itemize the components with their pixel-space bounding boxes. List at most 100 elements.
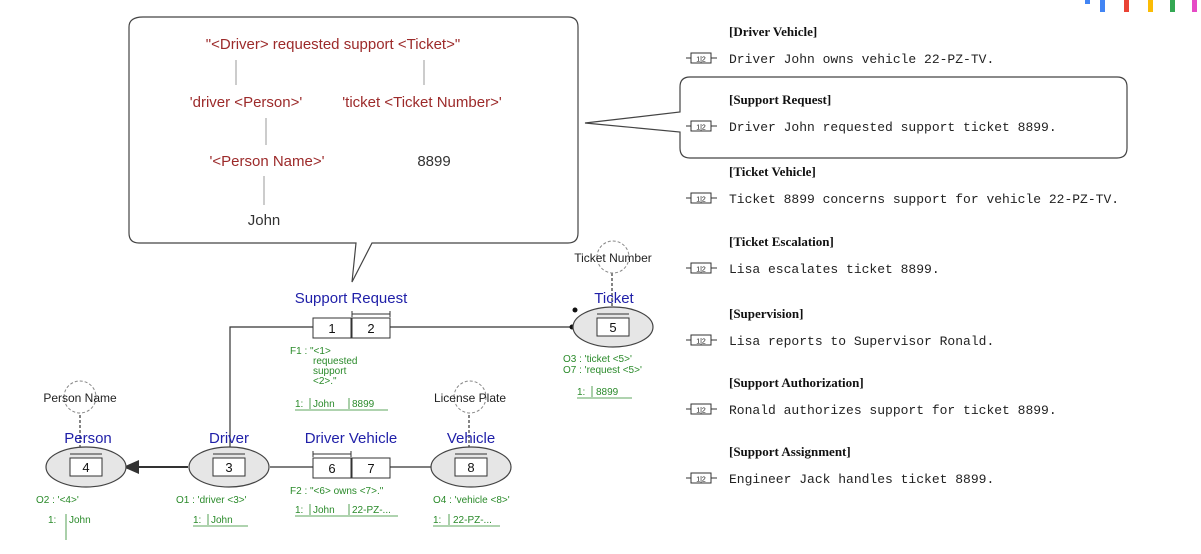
entity-vehicle-reading: O4 : 'vehicle <8>' <box>433 495 510 506</box>
callout-ticket-value: 8899 <box>417 153 450 170</box>
entity-vehicle-role-box[interactable] <box>454 457 488 477</box>
fact-support-request[interactable]: Support Request 1 2 F1 : "<1> requested … <box>290 290 408 411</box>
fact-type-icon-label: 1|2 <box>696 477 706 484</box>
entity-ticket[interactable]: Ticket 5 O3 : 'ticket <5>' O7 : 'request… <box>563 290 654 399</box>
callout-tree-lines <box>235 60 425 205</box>
entity-vehicle-sample-index: 1: <box>433 515 441 526</box>
value-type-person-name[interactable]: Person Name <box>43 380 117 414</box>
fact-list-item-text: Ronald authorizes support for ticket 889… <box>729 403 1057 418</box>
driver-to-support-request-line <box>229 326 313 455</box>
fact-list-item-title: [Support Request] <box>729 92 831 107</box>
fact-support-request-reading-3: support <box>313 366 347 377</box>
entity-ticket-reading-2: O7 : 'request <5>' <box>563 365 642 376</box>
entity-person-reading: O2 : '<4>' <box>36 495 79 506</box>
entity-person-role: 4 <box>82 460 89 475</box>
entity-person-role-box[interactable] <box>69 457 103 477</box>
callout-shape <box>128 16 579 283</box>
entity-vehicle-name: Vehicle <box>447 430 495 447</box>
fact-driver-vehicle-sample-2: 22-PZ-... <box>352 505 391 516</box>
fact-type-icon: 1|2 <box>686 334 717 346</box>
entity-person[interactable]: Person 4 O2 : '<4>' 1: John <box>36 430 127 540</box>
entity-driver-role: 3 <box>225 460 232 475</box>
entity-ticket-reading-1: O3 : 'ticket <5>' <box>563 354 632 365</box>
fact-support-request-reading-4: <2>." <box>313 376 337 387</box>
fact-type-icon: 1|2 <box>686 472 717 484</box>
fact-support-request-sample-index: 1: <box>295 399 303 410</box>
fact-driver-vehicle-role-1-box[interactable] <box>312 457 352 479</box>
fact-driver-vehicle[interactable]: Driver Vehicle 6 7 F2 : "<6> owns <7>." … <box>290 430 398 517</box>
value-type-license-plate-label: License Plate <box>434 391 506 405</box>
entity-driver[interactable]: Driver 3 O1 : 'driver <3>' 1: John <box>176 430 270 527</box>
value-type-ticket-number-label: Ticket Number <box>574 251 652 265</box>
fact-list-item-text: Ticket 8899 concerns support for vehicle… <box>729 192 1119 207</box>
fact-type-icon-label: 1|2 <box>696 339 706 346</box>
fact-list: [Driver Vehicle] 1|2 Driver John owns vehi… <box>686 24 1119 487</box>
callout-ticket-role: 'ticket <Ticket Number>' <box>342 94 502 111</box>
fact-list-item[interactable]: [Supervision] 1|2 Lisa reports to Supervis… <box>686 306 994 349</box>
corner-logo-icon <box>1085 0 1197 12</box>
fact-list-item-title: [Supervision] <box>729 306 803 321</box>
fact-support-request-reading-1: F1 : "<1> <box>290 346 331 357</box>
callout-person-value: John <box>248 212 281 229</box>
entity-ticket-role: 5 <box>609 320 616 335</box>
callout-sentence: "<Driver> requested support <Ticket>" <box>206 36 460 53</box>
fact-type-icon: 1|2 <box>686 262 717 274</box>
fact-list-item-text: Lisa escalates ticket 8899. <box>729 262 940 277</box>
fact-list-item-title: [Ticket Vehicle] <box>729 164 816 179</box>
entity-driver-name: Driver <box>209 430 249 447</box>
fact-list-item-text: Engineer Jack handles ticket 8899. <box>729 472 994 487</box>
fact-type-icon-label: 1|2 <box>696 197 706 204</box>
fact-support-request-sample-1: John <box>313 399 335 410</box>
fact-list-item[interactable]: [Support Assignment] 1|2 Engineer Jack han… <box>686 444 994 487</box>
fact-support-request-uniqueness <box>351 311 391 317</box>
fact-driver-vehicle-sample-index: 1: <box>295 505 303 516</box>
fact-driver-vehicle-role-2-box[interactable] <box>351 457 391 479</box>
fact-driver-vehicle-uniqueness <box>312 451 352 457</box>
fact-list-item[interactable]: [Support Authorization] 1|2 Ronald authori… <box>686 375 1057 418</box>
entity-vehicle-role: 8 <box>467 460 474 475</box>
fact-driver-vehicle-role-1: 6 <box>328 461 335 476</box>
entity-person-sample: John <box>69 515 91 526</box>
fact-list-item-text: Driver John owns vehicle 22-PZ-TV. <box>729 52 994 67</box>
value-type-person-name-label: Person Name <box>43 391 117 405</box>
fact-list-item[interactable]: [Driver Vehicle] 1|2 Driver John owns vehi… <box>686 24 994 67</box>
fact-support-request-role-2-box[interactable] <box>351 317 391 339</box>
callout-driver-role: 'driver <Person>' <box>190 94 303 111</box>
entity-driver-sample-index: 1: <box>193 515 201 526</box>
callout-person-name: '<Person Name>' <box>210 153 325 170</box>
entity-ticket-name: Ticket <box>594 290 634 307</box>
entity-person-sample-index: 1: <box>48 515 56 526</box>
callout-bubble: "<Driver> requested support <Ticket>" 'd… <box>128 16 579 283</box>
fact-list-item-text: Driver John requested support ticket 889… <box>729 120 1057 135</box>
fact-type-icon-label: 1|2 <box>696 408 706 415</box>
highlight-bubble <box>584 76 1128 159</box>
fact-type-icon: 1|2 <box>686 52 717 64</box>
fact-driver-vehicle-reading: F2 : "<6> owns <7>." <box>290 486 384 497</box>
fact-driver-vehicle-name: Driver Vehicle <box>305 430 398 447</box>
entity-ticket-sample: 8899 <box>596 387 619 398</box>
fact-list-item[interactable]: [Ticket Vehicle] 1|2 Ticket 8899 concerns … <box>686 164 1119 207</box>
fact-support-request-reading-2: requested <box>313 356 357 367</box>
entity-ticket-role-box[interactable] <box>596 317 630 337</box>
fact-support-request-role-2: 2 <box>367 321 374 336</box>
ticket-constraint-dot <box>572 307 578 313</box>
value-type-license-plate[interactable]: License Plate <box>434 380 506 414</box>
fact-list-item-text: Lisa reports to Supervisor Ronald. <box>729 334 994 349</box>
fact-list-item-title: [Driver Vehicle] <box>729 24 817 39</box>
fact-support-request-role-1: 1 <box>328 321 335 336</box>
entity-driver-sample: John <box>211 515 233 526</box>
entity-person-name: Person <box>64 430 112 447</box>
fact-list-item-title: [Support Authorization] <box>729 375 864 390</box>
entity-driver-role-box[interactable] <box>212 457 246 477</box>
fact-list-item-title: [Support Assignment] <box>729 444 851 459</box>
fact-support-request-role-1-box[interactable] <box>312 317 352 339</box>
subtype-arrow-head <box>123 460 139 474</box>
value-type-ticket-number[interactable]: Ticket Number <box>574 240 652 274</box>
fact-type-icon-label: 1|2 <box>696 267 706 274</box>
entity-vehicle[interactable]: Vehicle 8 O4 : 'vehicle <8>' 1: 22-PZ-..… <box>430 430 512 527</box>
fact-type-icon: 1|2 <box>686 192 717 204</box>
entity-driver-reading: O1 : 'driver <3>' <box>176 495 247 506</box>
